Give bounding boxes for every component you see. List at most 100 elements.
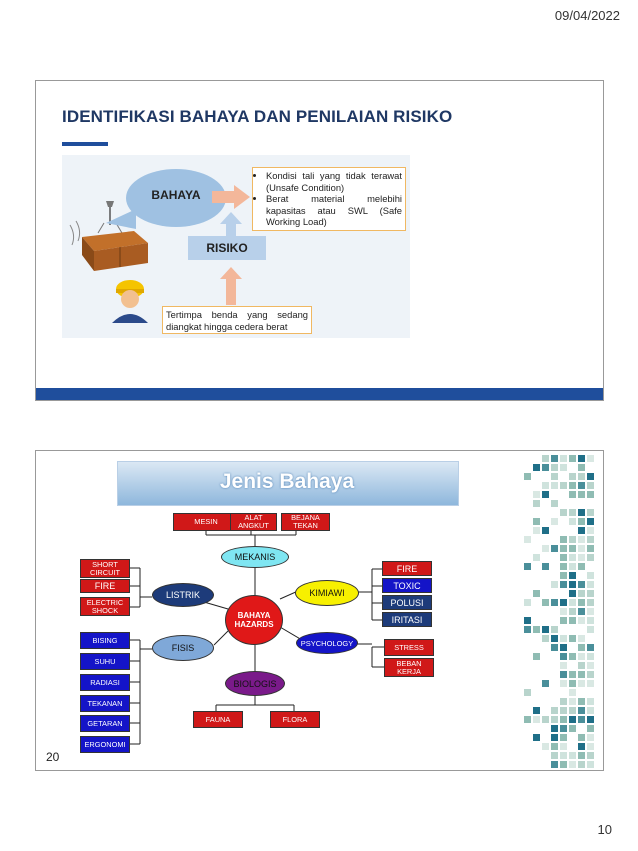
mosaic-tile [578, 743, 585, 750]
mosaic-tile [542, 680, 549, 687]
date-header: 09/04/2022 [554, 8, 620, 23]
mekanis-item-bejana-tekan: BEJANA TEKAN [281, 513, 330, 531]
mosaic-tile [560, 707, 567, 714]
mosaic-tile [578, 581, 585, 588]
mosaic-tile [578, 464, 585, 471]
mosaic-tile [551, 581, 558, 588]
mosaic-tile [560, 464, 567, 471]
mosaic-tile [551, 734, 558, 741]
mosaic-tile [578, 716, 585, 723]
bubble-label: BAHAYA [151, 188, 201, 202]
mosaic-tile [569, 707, 576, 714]
mosaic-tile [569, 716, 576, 723]
mosaic-tile [551, 707, 558, 714]
category-kimiawi: KIMIAWI [295, 580, 359, 606]
mosaic-tile [587, 707, 594, 714]
category-mekanis: MEKANIS [221, 546, 289, 568]
mekanis-item-alat-angkut: ALAT ANGKUT [230, 513, 277, 531]
mosaic-tile [569, 482, 576, 489]
mosaic-tile [587, 536, 594, 543]
mosaic-tile [560, 599, 567, 606]
mosaic-tile [542, 482, 549, 489]
mosaic-tile [542, 545, 549, 552]
mosaic-tile [542, 635, 549, 642]
mosaic-tile [578, 491, 585, 498]
mosaic-tile [587, 545, 594, 552]
mosaic-tile [578, 671, 585, 678]
mosaic-tile [569, 491, 576, 498]
mosaic-tile [578, 455, 585, 462]
mosaic-tile [569, 590, 576, 597]
arrow-up-icon [220, 267, 242, 305]
mosaic-tile [578, 599, 585, 606]
mosaic-tile [551, 743, 558, 750]
fisis-item: ERGONOMI [80, 736, 130, 753]
mosaic-tile [578, 707, 585, 714]
mosaic-tile [578, 635, 585, 642]
mosaic-tile [551, 482, 558, 489]
mosaic-tile [578, 734, 585, 741]
mosaic-tile [542, 599, 549, 606]
mosaic-tile [587, 626, 594, 633]
page-number: 10 [597, 822, 612, 837]
slide-title: Jenis Bahaya [219, 470, 355, 493]
mosaic-tile [569, 509, 576, 516]
mosaic-tile [587, 653, 594, 660]
kimiawi-item: TOXIC [382, 578, 432, 593]
mosaic-tile [569, 689, 576, 696]
mosaic-tile [542, 563, 549, 570]
mosaic-tile [578, 563, 585, 570]
kimiawi-item: POLUSI [382, 595, 432, 610]
mosaic-tile [560, 617, 567, 624]
mosaic-tile [587, 662, 594, 669]
center-hazards: BAHAYA HAZARDS [225, 595, 283, 645]
mosaic-tile [587, 671, 594, 678]
mosaic-tile [587, 581, 594, 588]
mosaic-tile [587, 716, 594, 723]
mosaic-tile [578, 752, 585, 759]
mosaic-tile [551, 725, 558, 732]
mosaic-tile [533, 554, 540, 561]
mosaic-tile [560, 680, 567, 687]
arrow-right-icon [212, 185, 250, 209]
decorative-mosaic [524, 455, 594, 768]
mosaic-tile [533, 653, 540, 660]
mosaic-tile [560, 572, 567, 579]
title-banner [117, 461, 459, 506]
mosaic-tile [569, 536, 576, 543]
mosaic-tile [560, 509, 567, 516]
mosaic-tile [560, 635, 567, 642]
mosaic-tile [524, 626, 531, 633]
mosaic-tile [569, 545, 576, 552]
mosaic-tile [587, 518, 594, 525]
mosaic-tile [587, 599, 594, 606]
mosaic-tile [569, 725, 576, 732]
mosaic-tile [587, 644, 594, 651]
mosaic-tile [578, 527, 585, 534]
crane-load-illustration [69, 201, 148, 323]
psychology-item: STRESS [384, 639, 434, 656]
mosaic-tile [587, 554, 594, 561]
bubble-tail [106, 209, 136, 229]
mosaic-tile [533, 590, 540, 597]
mosaic-tile [587, 491, 594, 498]
fisis-item: BISING [80, 632, 130, 649]
mosaic-tile [551, 545, 558, 552]
mosaic-tile [533, 734, 540, 741]
slide-number: 20 [46, 750, 60, 764]
mosaic-tile [587, 473, 594, 480]
mosaic-tile [578, 518, 585, 525]
mosaic-tile [551, 599, 558, 606]
mosaic-tile [569, 680, 576, 687]
mosaic-tile [578, 536, 585, 543]
connector-lines [130, 531, 384, 745]
mosaic-tile [578, 608, 585, 615]
mosaic-tile [587, 761, 594, 768]
mosaic-tile [578, 662, 585, 669]
mosaic-tile [551, 635, 558, 642]
mosaic-tile [551, 716, 558, 723]
mosaic-tile [524, 563, 531, 570]
listrik-item: SHORT CIRCUIT [80, 559, 130, 578]
mosaic-tile [551, 626, 558, 633]
mosaic-tile [551, 518, 558, 525]
